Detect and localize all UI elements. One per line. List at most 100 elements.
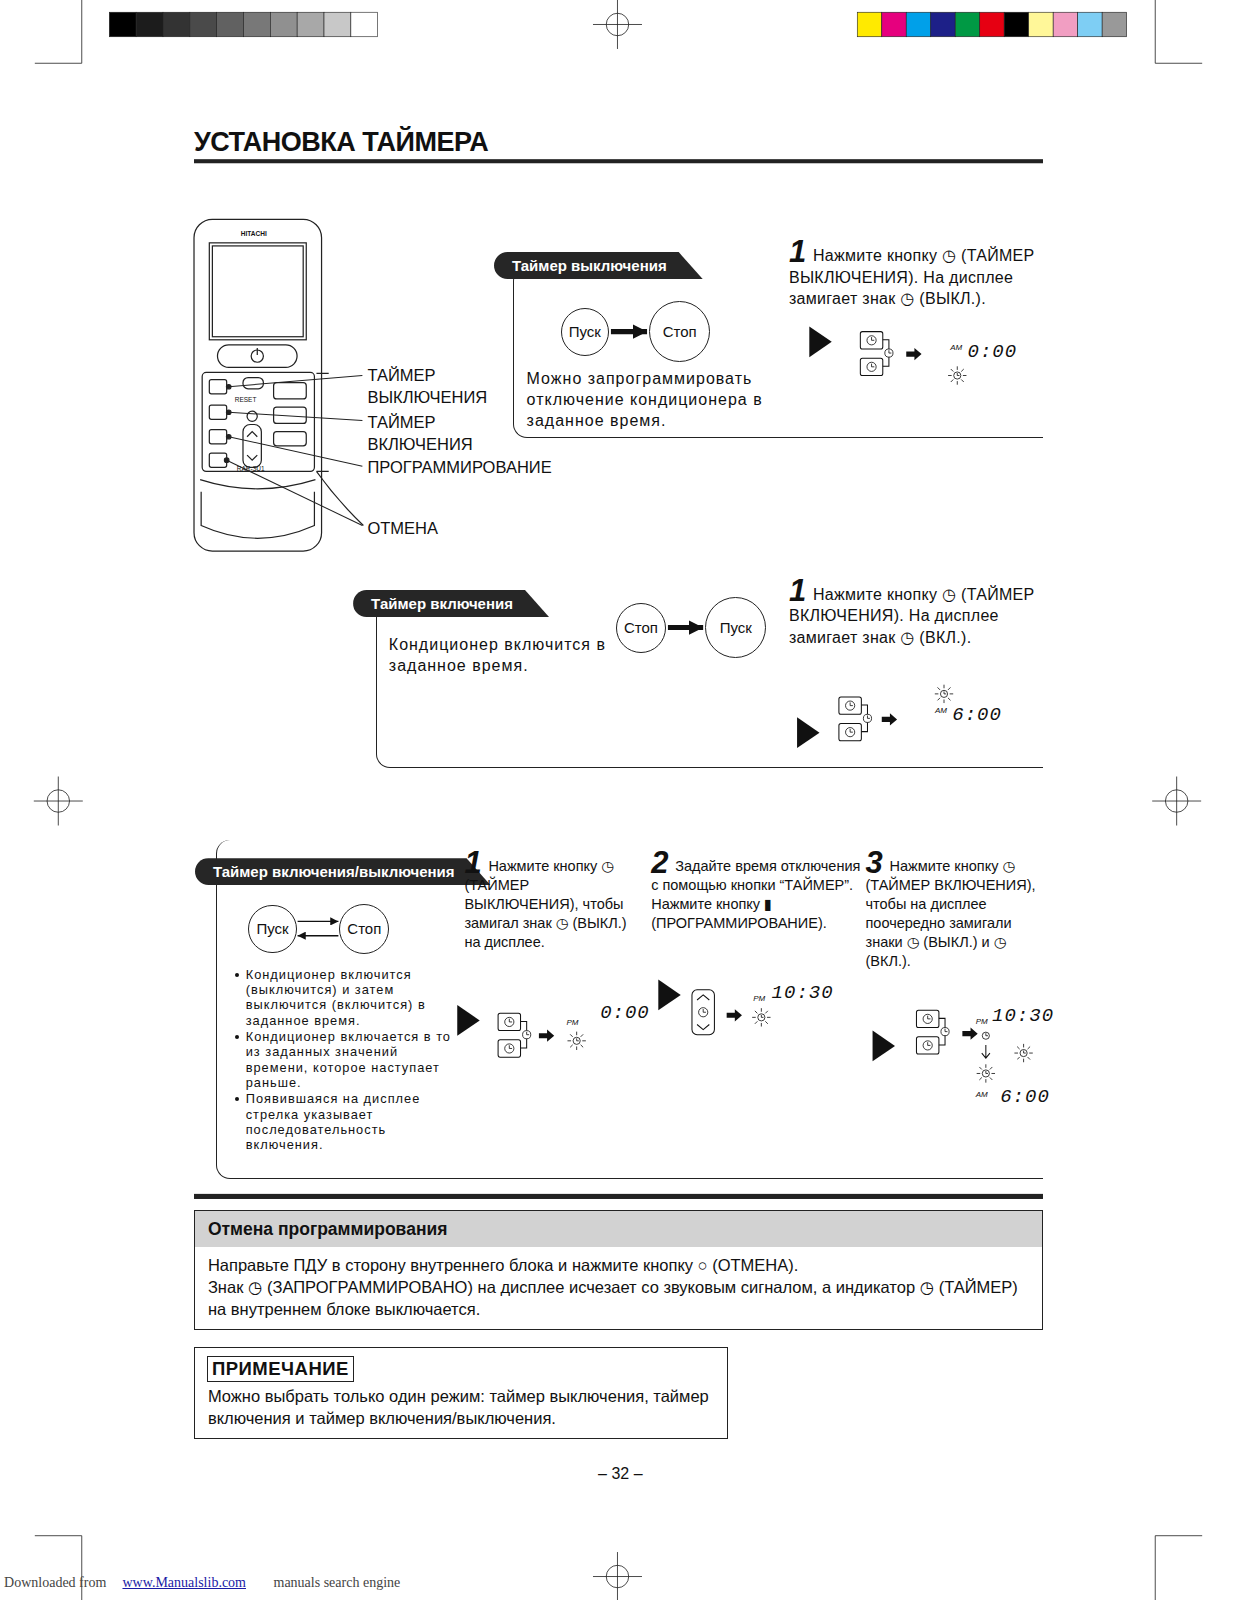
step-number: 1 — [789, 236, 806, 267]
color-bar — [857, 12, 1126, 36]
remote-control — [194, 219, 322, 551]
panel-heading: Таймер включения/выключения — [195, 858, 491, 885]
remote-control — [194, 219, 363, 551]
info-box: Отмена программированияНаправьте ПДУ в с… — [194, 1210, 1043, 1329]
box-text: Знак ◷ (ЗАПРОГРАММИРОВАНО) на дисплее ис… — [195, 1277, 1042, 1329]
remote-control — [209, 380, 226, 394]
button-marking: RESET — [235, 396, 257, 403]
display-icons — [945, 1029, 947, 1032]
display-icons — [809, 327, 831, 358]
display-icons — [577, 1038, 579, 1041]
flow-arrow — [668, 625, 703, 630]
display-icons — [867, 716, 869, 719]
display-icons — [860, 332, 882, 349]
display-icons — [846, 701, 855, 710]
time-period: PM — [976, 1017, 988, 1026]
step-text: Нажмите кнопку ◷ (ТАЙМЕР ВКЛЮЧЕНИЯ), что… — [865, 857, 1045, 970]
display-icons — [765, 1021, 768, 1024]
remote-control — [247, 432, 257, 461]
display-icons — [957, 373, 959, 376]
color-bar — [857, 12, 881, 36]
display-icons — [948, 687, 951, 690]
display-icons — [963, 375, 967, 376]
grey-bar — [136, 12, 163, 36]
display-icons — [961, 369, 964, 372]
page-number: – 32 – — [598, 1465, 642, 1483]
leader-lines — [229, 412, 363, 420]
grey-bar — [324, 12, 351, 36]
display-icons — [867, 362, 876, 371]
display-icons — [1017, 1047, 1020, 1050]
leader-lines — [224, 376, 362, 526]
color-bar — [882, 12, 906, 36]
time-period: AM — [976, 1090, 988, 1099]
display-icons — [951, 379, 954, 382]
grey-bar — [217, 12, 244, 36]
display-icons — [758, 1014, 765, 1021]
display-icons — [767, 1017, 771, 1018]
remote-control — [243, 424, 261, 467]
display-icons — [944, 685, 945, 689]
callout-label: ОТМЕНА — [367, 518, 438, 539]
display-icons — [527, 1032, 529, 1035]
remote-control — [200, 480, 315, 489]
display-icons — [948, 698, 951, 701]
bullet-note: Появившаяся на дисплее стрелка указывает… — [246, 1091, 454, 1152]
state-label: Стоп — [624, 619, 658, 636]
time-period: PM — [753, 994, 765, 1003]
leader-lines — [224, 458, 229, 463]
display-icons — [986, 1071, 988, 1073]
display-icons — [1023, 1059, 1024, 1063]
display-icons — [867, 336, 876, 345]
display-icons — [539, 1030, 554, 1042]
display-icons — [581, 1045, 584, 1048]
time-period: AM — [950, 343, 962, 352]
display-icons — [872, 364, 875, 367]
callout-label: ТАЙМЕР ВЫКЛЮЧЕНИЯ — [367, 365, 500, 408]
display-icons — [570, 1045, 573, 1048]
display-icons — [938, 687, 941, 690]
flow-arrow — [298, 935, 339, 936]
flow-arrow — [611, 329, 647, 334]
button-marking: RAR-3U1 — [237, 465, 265, 472]
remote-control — [243, 378, 263, 389]
display-icons — [761, 1008, 762, 1012]
step-number: 1 — [464, 847, 481, 878]
crop-marks — [35, 0, 1202, 1600]
display-icons — [906, 348, 921, 360]
display-time: 0:00 — [600, 1002, 650, 1024]
grey-bar — [190, 12, 217, 36]
box-heading: ПРИМЕЧАНИЕ — [207, 1356, 354, 1382]
brand-name: HITACHI — [241, 230, 267, 237]
display-time: 10:30 — [992, 1005, 1054, 1027]
display-icons — [957, 381, 958, 385]
state-circle: Стоп — [649, 301, 710, 362]
leader-lines — [229, 376, 363, 387]
grey-bar — [163, 12, 190, 36]
display-icons — [1020, 1049, 1027, 1056]
display-icons — [957, 366, 958, 370]
remote-control — [209, 243, 306, 340]
display-icons — [938, 698, 941, 701]
grey-bar — [351, 12, 378, 36]
display-icons — [977, 1073, 981, 1074]
display-icons — [985, 1079, 986, 1083]
display-icons — [860, 358, 882, 375]
mode-panel: СтопПускТаймер включенияКондиционер вклю… — [376, 604, 1043, 767]
display-icons — [1014, 1053, 1018, 1054]
display-icons — [982, 1045, 990, 1058]
display-icons — [928, 1016, 931, 1019]
display-icons — [523, 1031, 531, 1039]
color-bar — [1078, 12, 1102, 36]
display-icons — [951, 369, 954, 372]
state-label: Стоп — [347, 920, 381, 937]
display-icons — [990, 1067, 993, 1070]
page-title: УСТАНОВКА ТАЙМЕРА — [194, 127, 488, 158]
flow-arrow — [298, 921, 339, 922]
state-circle: Пуск — [561, 308, 609, 356]
grey-bar — [270, 12, 297, 36]
remote-control — [247, 411, 257, 421]
display-icons — [498, 1040, 520, 1057]
display-icons — [839, 723, 861, 740]
state-label: Пуск — [720, 619, 752, 636]
